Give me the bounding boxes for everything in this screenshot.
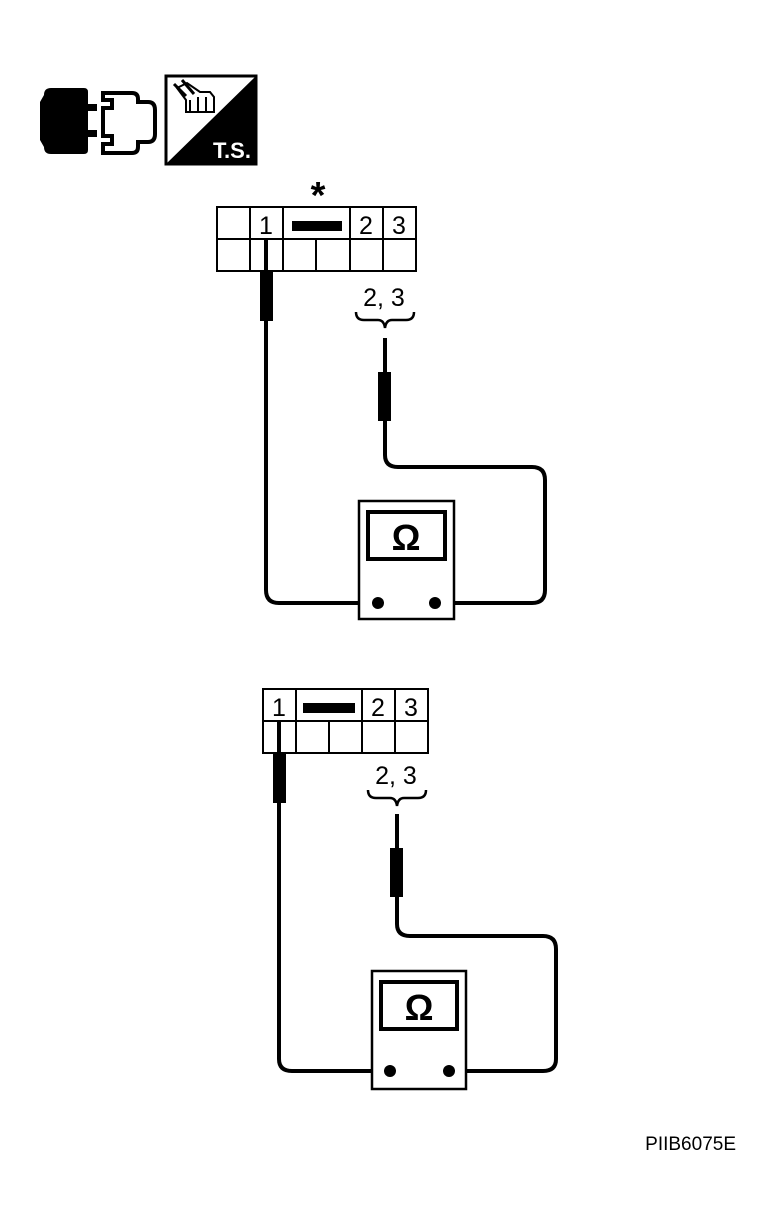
meter-1-terminal-left <box>372 597 384 609</box>
meter-1-terminal-right <box>429 597 441 609</box>
connector-2-brace-label: 2, 3 <box>375 762 417 790</box>
connector-2-brace <box>366 789 428 807</box>
test-switch-label: T.S. <box>213 138 251 163</box>
connector-1: * 1 2 3 2, 3 Ω <box>216 175 547 621</box>
connector-2-terminal-2: 2 <box>371 694 385 722</box>
connector-1-grid <box>216 206 417 272</box>
disconnect-connector-icon <box>40 88 157 155</box>
connector-2-latch <box>303 703 355 713</box>
connector-1-probe-2 <box>378 372 391 421</box>
connector-2: 1 2 3 2, 3 Ω <box>262 688 558 1091</box>
ohmmeter-2: Ω <box>370 969 468 1091</box>
connector-1-terminal-1: 1 <box>259 212 273 240</box>
connector-1-latch <box>292 221 342 231</box>
connector-2-grid <box>262 688 429 754</box>
ohm-symbol-1: Ω <box>392 517 421 558</box>
connector-1-terminal-2: 2 <box>359 212 373 240</box>
test-switch-icon: T.S. <box>164 74 258 166</box>
reference-code: PIIB6075E <box>645 1134 736 1155</box>
ohmmeter-1: Ω <box>357 499 456 621</box>
connector-1-probe-1 <box>260 272 273 321</box>
asterisk-mark: * <box>311 175 326 217</box>
ohm-symbol-2: Ω <box>405 987 434 1028</box>
meter-2-terminal-right <box>443 1065 455 1077</box>
connector-1-terminal-3: 3 <box>392 212 406 240</box>
connector-2-probe-2 <box>390 848 403 897</box>
connector-1-brace-label: 2, 3 <box>363 284 405 312</box>
connector-2-probe-1 <box>273 754 286 803</box>
connector-2-leads <box>277 722 558 1073</box>
meter-2-terminal-left <box>384 1065 396 1077</box>
connector-1-brace <box>354 311 416 329</box>
connector-2-terminal-3: 3 <box>404 694 418 722</box>
connector-2-terminal-1: 1 <box>272 694 286 722</box>
